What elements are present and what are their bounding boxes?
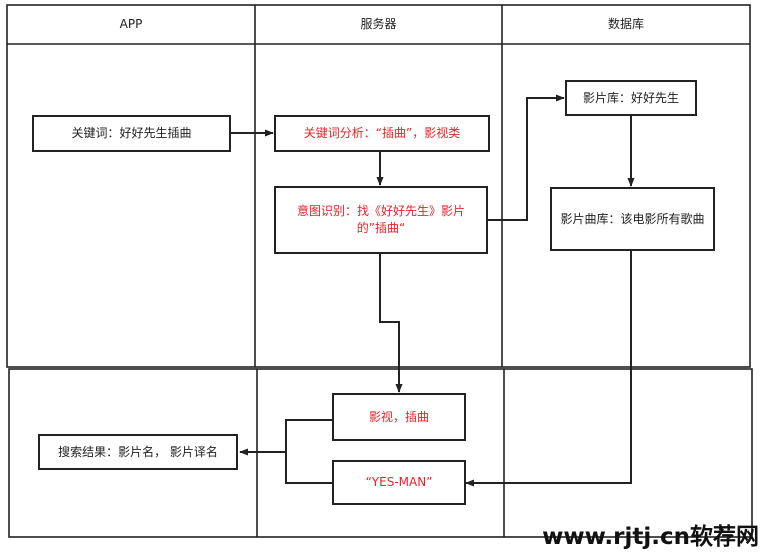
- node-film-song-db-label: 影片曲库：该电影所有歌曲: [560, 211, 705, 226]
- node-intent: 意图识别：找《好好先生》影片的”插曲“: [274, 186, 488, 254]
- connectors: [230, 94, 635, 487]
- node-search-result: 搜索结果：影片名， 影片译名: [38, 434, 238, 470]
- bottom-lane-frame: [8, 368, 753, 538]
- node-keyword-analysis-label: 关键词分析：“插曲”，影视类: [303, 126, 461, 140]
- watermark: www.rjtj.cn软荐网: [542, 524, 759, 550]
- node-film-db-label: 影片库：好好先生: [582, 90, 679, 105]
- node-film-song-db: 影片曲库：该电影所有歌曲: [550, 187, 715, 251]
- arrow-intent-to-result: [379, 253, 403, 393]
- node-keyword-analysis: 关键词分析：“插曲”，影视类: [274, 115, 490, 152]
- arrow-intent-to-film-db: [486, 94, 565, 221]
- node-keyword-label: 关键词：好好先生插曲: [71, 126, 192, 140]
- node-yes-man-label: “YES-MAN”: [365, 475, 433, 489]
- lane-title-app: APP: [119, 17, 143, 31]
- node-search-result-label: 搜索结果：影片名， 影片译名: [58, 444, 218, 459]
- node-intent-label: 意图识别：找《好好先生》影片的”插曲“: [296, 204, 465, 235]
- node-film-db: 影片库：好好先生: [565, 80, 697, 116]
- arrow-song-db-to-yes-man: [465, 250, 632, 487]
- bracket-results: [285, 419, 332, 484]
- node-film-song-label: 影视，插曲: [368, 409, 429, 424]
- node-film-song: 影视，插曲: [332, 393, 466, 441]
- lane-title-database: 数据库: [607, 17, 644, 31]
- top-lane-frame: [6, 4, 751, 368]
- lane-title-server: 服务器: [360, 17, 397, 31]
- node-yes-man: “YES-MAN”: [332, 460, 466, 505]
- swimlane-grid: [6, 4, 753, 538]
- node-keyword: 关键词：好好先生插曲: [32, 115, 231, 152]
